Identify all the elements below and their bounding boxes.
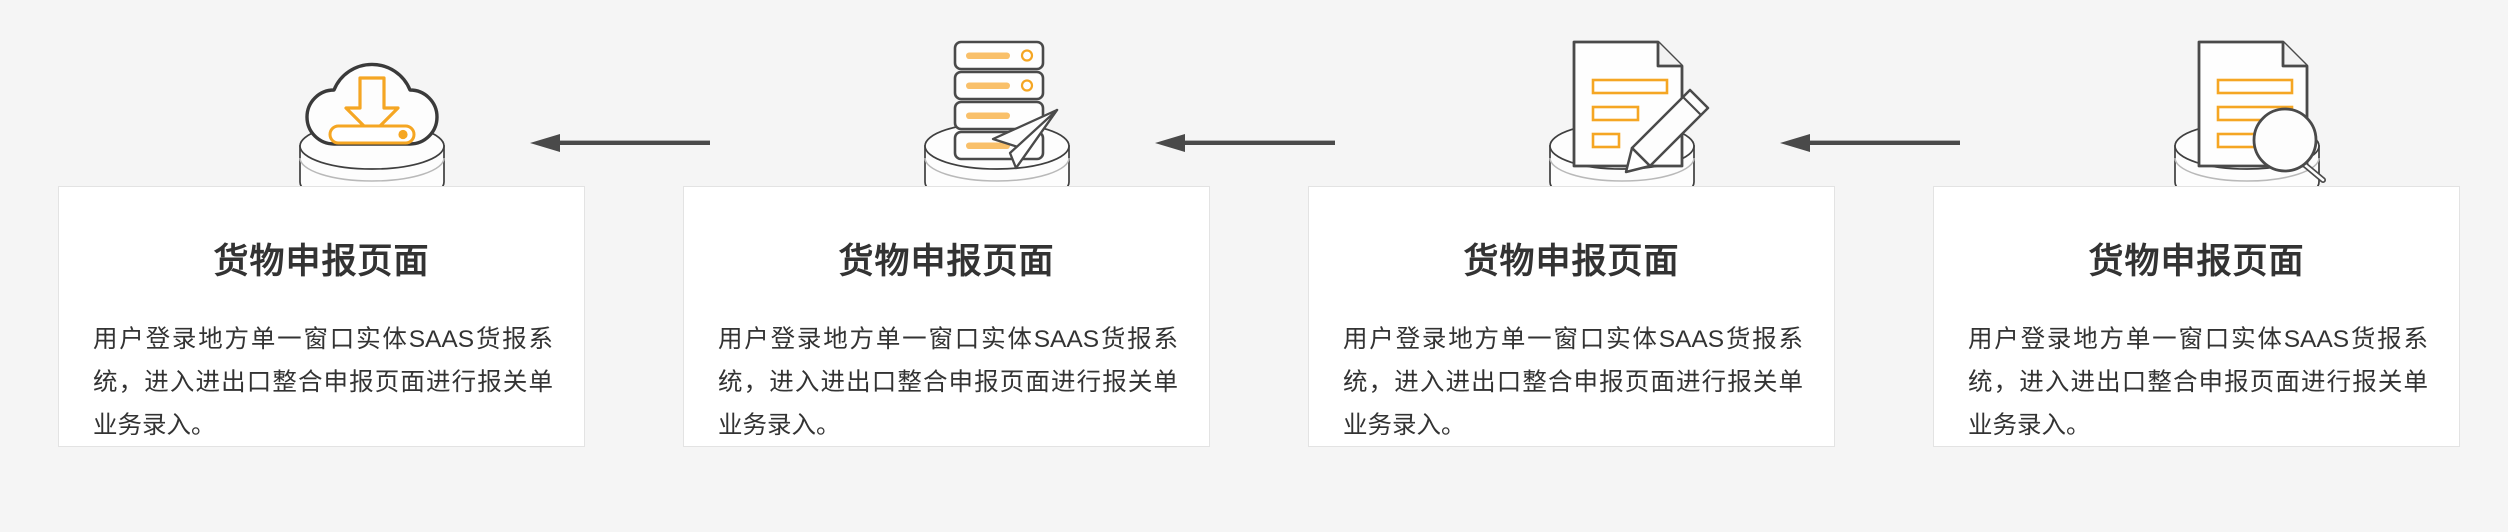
flow-arrow-1 [530,130,710,156]
step-body: 用户登录地方单一窗口实体SAAS货报系统，进入进出口整合申报页面进行报关单业务录… [718,326,1178,439]
step-icon-cloud-download [272,22,472,212]
tray-bar-glyph [328,124,416,145]
step-icon-server-send [897,22,1097,212]
step-card-4[interactable]: 货物申报页面 用户登录地方单一窗口实体SAAS货报系统，进入进出口整合申报页面进… [1933,186,2460,447]
document-search-icon [2174,40,2326,206]
step-title: 货物申报页面 [838,242,1055,281]
server-send-icon [924,40,1070,206]
flow-arrow-2 [1155,130,1335,156]
step-icon-document-edit [1522,22,1722,212]
step-card-3[interactable]: 货物申报页面 用户登录地方单一窗口实体SAAS货报系统，进入进出口整合申报页面进… [1308,186,1835,447]
magnifier-glyph [2252,107,2326,183]
paper-plane-glyph [991,108,1059,170]
server-stack-glyph [953,40,1045,161]
arrow-left-icon [1155,134,1335,152]
cloud-shape [305,62,439,146]
step-card-1[interactable]: 货物申报页面 用户登录地方单一窗口实体SAAS货报系统，进入进出口整合申报页面进… [58,186,585,447]
step-body: 用户登录地方单一窗口实体SAAS货报系统，进入进出口整合申报页面进行报关单业务录… [1343,326,1803,439]
step-title: 货物申报页面 [213,242,430,281]
step-card-2[interactable]: 货物申报页面 用户登录地方单一窗口实体SAAS货报系统，进入进出口整合申报页面进… [683,186,1210,447]
arrow-left-icon [530,134,710,152]
flow-arrow-3 [1780,130,1960,156]
cloud-download-icon [299,62,445,206]
document-edit-icon [1549,40,1710,206]
arrow-left-icon [1780,134,1960,152]
step-icon-document-search [2147,22,2347,212]
step-title: 货物申报页面 [2088,242,2305,281]
step-body: 用户登录地方单一窗口实体SAAS货报系统，进入进出口整合申报页面进行报关单业务录… [1968,326,2428,439]
download-arrow-glyph [344,76,400,136]
step-title: 货物申报页面 [1463,242,1680,281]
step-body: 用户登录地方单一窗口实体SAAS货报系统，进入进出口整合申报页面进行报关单业务录… [93,326,553,439]
pencil-glyph [1624,88,1710,174]
